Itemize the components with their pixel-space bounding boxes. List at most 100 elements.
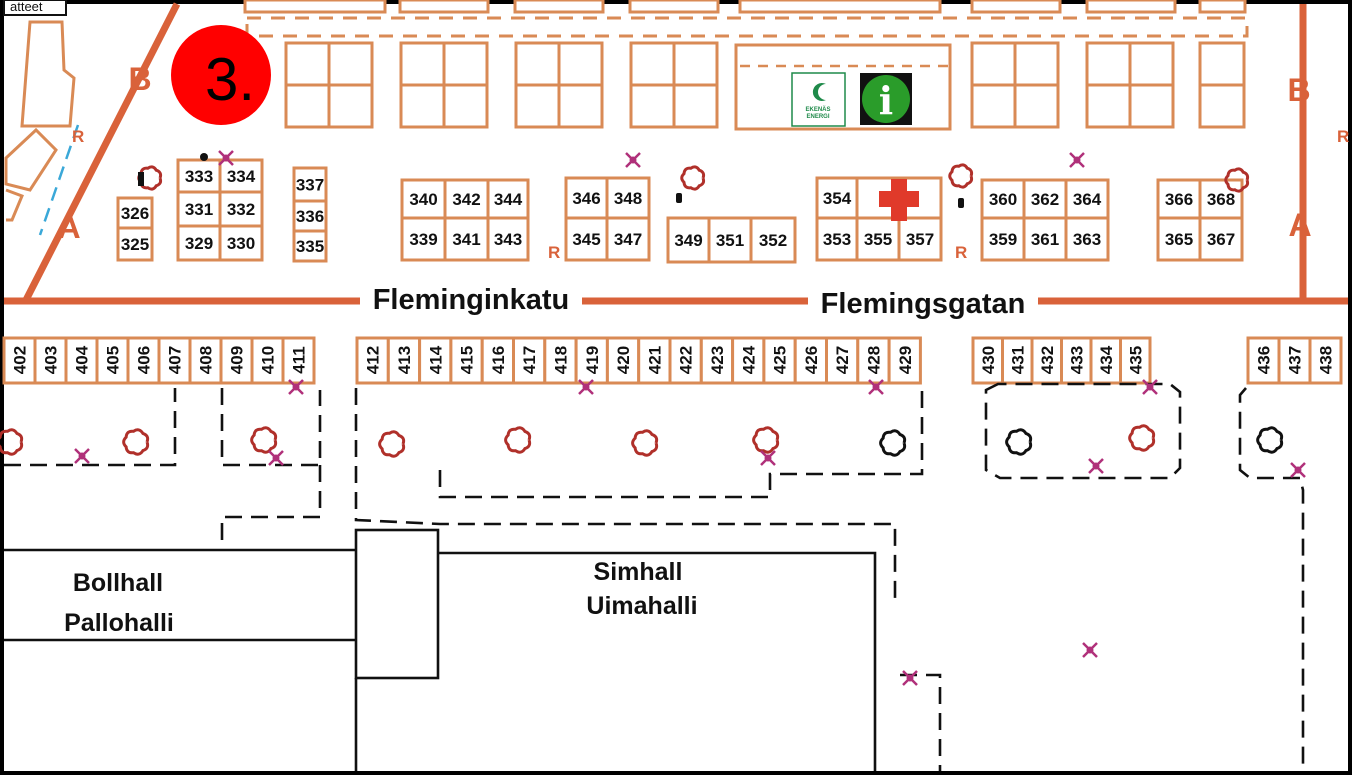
bench-icon [958,198,964,208]
stall: 436 [1246,336,1281,385]
stall-number: 360 [989,190,1017,209]
r-label: R [1337,127,1349,146]
stall: 431 [1001,336,1034,385]
road-letter-a-right: A [1288,207,1311,243]
stall-number: 405 [104,346,123,374]
stall-number: 418 [551,346,570,374]
marker-icon [218,150,234,166]
bench-icons [137,153,1250,208]
stall: 336 [292,199,328,233]
stall: 408 [188,336,223,385]
stall-number: 344 [494,190,523,209]
stall: 415 [449,336,484,385]
stall-number: 345 [572,230,600,249]
energy-logo-line2: ENERGI [806,114,829,120]
stall-number: 412 [364,346,383,374]
stall-number: 433 [1067,346,1086,374]
stall: 354 [815,176,859,220]
stall: 425 [762,336,797,385]
top-edge-stalls [243,0,1247,14]
stall: 366 [1156,178,1202,220]
stall: 412 [355,336,390,385]
stall-number: 363 [1073,230,1101,249]
stall-number: 335 [296,237,324,256]
marker-icon [760,450,776,466]
stall-number: 365 [1165,230,1193,249]
stall: 346 [564,176,609,220]
stall-number: 325 [121,235,149,254]
stall: 363 [1064,216,1110,262]
stall: 427 [825,336,860,385]
stall: 332 [218,190,264,228]
stall-number: 429 [896,346,915,374]
stall-number: 364 [1073,190,1102,209]
roads [4,2,1348,305]
upper-empty-stall-blocks [245,16,1249,131]
stall: 344 [486,178,530,220]
stall-number: 435 [1126,346,1145,374]
stall-number: 410 [259,346,278,374]
stall-number: 438 [1317,346,1336,374]
tree-icon [378,430,406,458]
stall: 329 [176,224,222,262]
stall: 404 [64,336,99,385]
marker-icon [868,379,884,395]
tree-icon [1256,426,1284,454]
stall: 437 [1277,336,1312,385]
stall-number: 407 [166,346,185,374]
stall: 337 [292,166,328,203]
stall: 419 [574,336,609,385]
corner-tag: atteet [3,0,67,16]
stall-number: 406 [135,346,154,374]
stall: 347 [605,216,651,262]
stall-number: 339 [409,230,437,249]
stall-number: 431 [1008,346,1027,374]
stall-number: 332 [227,200,255,219]
stall: 351 [707,216,753,264]
stall-number: 359 [989,230,1017,249]
stall: 333 [176,158,222,194]
marker-icon [902,670,918,686]
stall-number: 413 [395,346,414,374]
stall: 339 [400,216,447,262]
dashed-areas [4,382,1305,771]
stall: 403 [33,336,68,385]
tree-icon [504,426,532,454]
area-badge-number: 3. [205,46,255,113]
stall-number: 333 [185,167,213,186]
stall-number: 357 [906,230,934,249]
stall: 335 [292,229,328,263]
street-name-swedish: Flemingsgatan [821,288,1026,320]
stall-number: 336 [296,207,324,226]
stall-number: 367 [1207,230,1235,249]
stall: 362 [1022,178,1068,220]
stall-number: 430 [979,346,998,374]
stall-number: 419 [583,346,602,374]
stall-number: 424 [739,345,758,374]
stall: 359 [980,216,1026,262]
stall-number: 420 [614,346,633,374]
tree-icon [680,165,706,191]
marker-icon [1069,152,1085,168]
stall-number: 348 [614,189,642,208]
marker-icon [74,448,90,464]
stall: 432 [1030,336,1063,385]
stall: 438 [1308,336,1343,385]
tree-icon [631,429,659,457]
r-label: R [955,243,967,262]
stall: 343 [486,216,530,262]
tree-icon [752,426,780,454]
tree-icon [948,163,974,189]
stall-number: 352 [759,231,787,250]
stall: 355 [855,216,901,262]
stall-number: 355 [864,230,892,249]
stall-number: 423 [708,346,727,374]
stall-number: 421 [645,346,664,374]
r-label: R [72,127,84,146]
stall-number: 428 [864,346,883,374]
stall-number: 361 [1031,230,1059,249]
stall: 326 [116,196,154,230]
energy-company-logo: EKENÄS ENERGI [791,72,846,127]
stall: 361 [1022,216,1068,262]
